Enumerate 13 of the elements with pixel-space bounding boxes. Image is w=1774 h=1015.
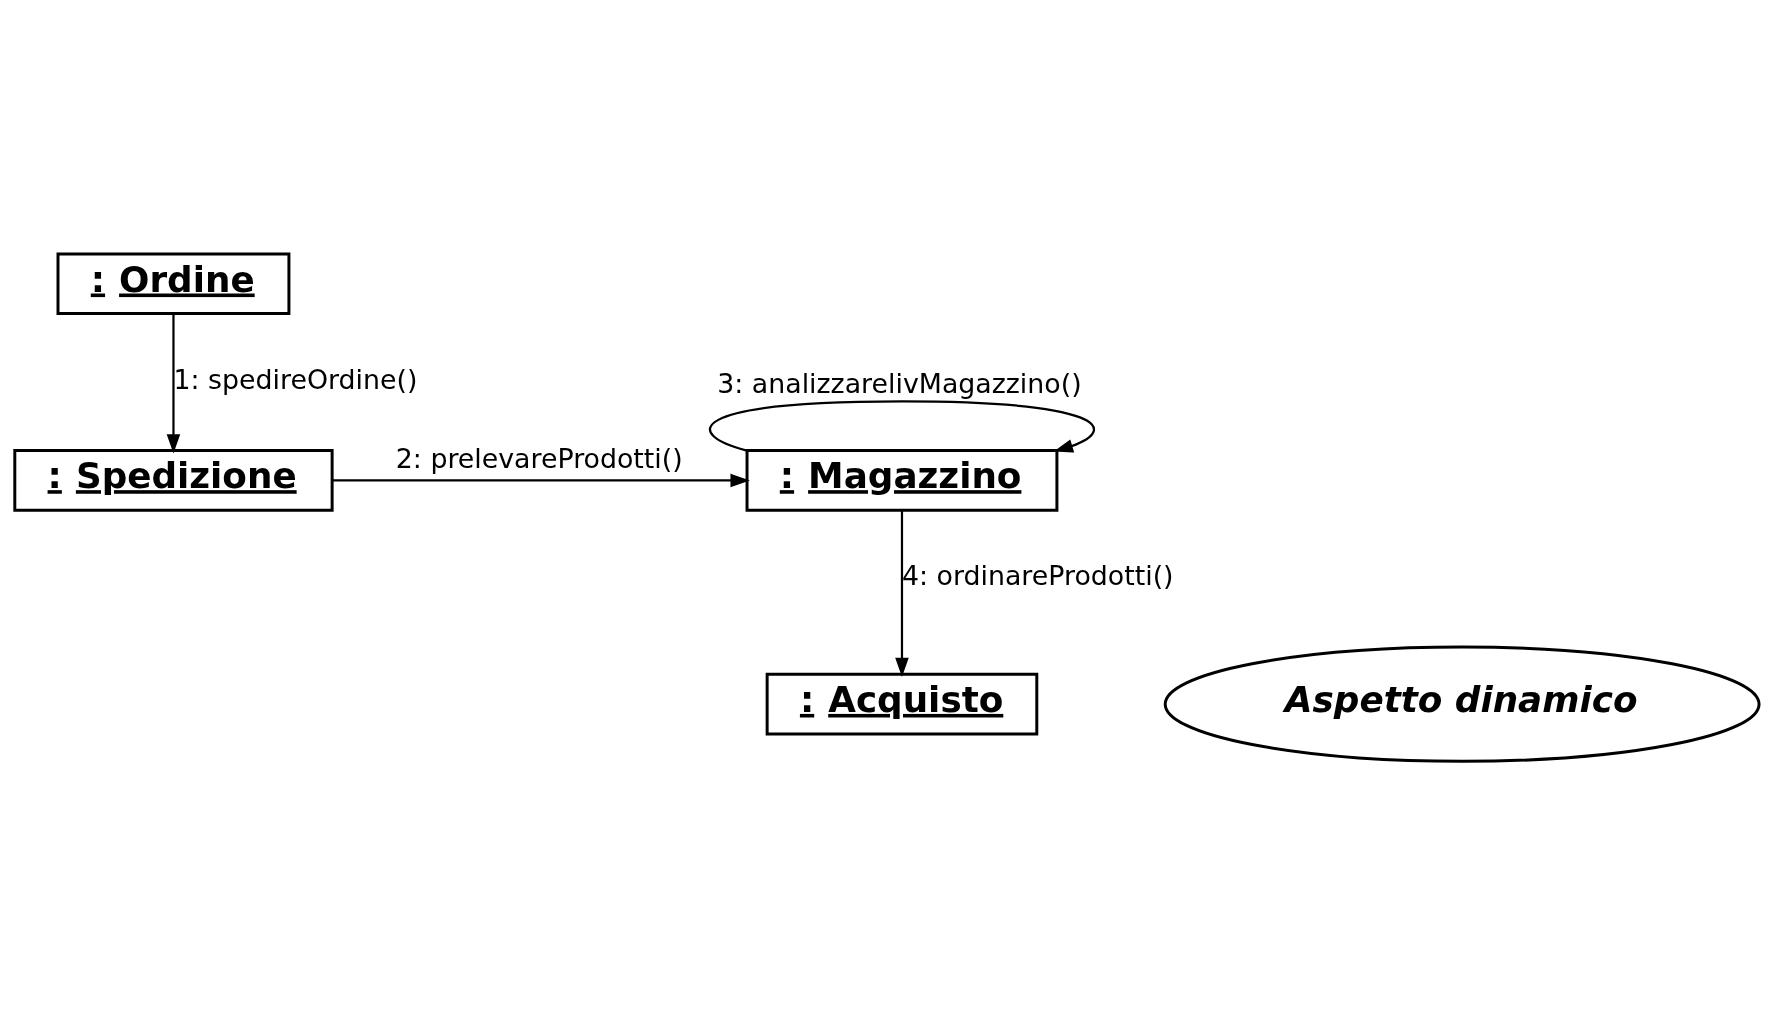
node-box: : Magazzino	[745, 449, 1059, 512]
arrow	[895, 510, 909, 678]
node-ellipse: Aspetto dinamico	[1163, 645, 1761, 763]
node-box: : Acquisto	[765, 672, 1039, 736]
arrow	[709, 400, 1095, 453]
arrow	[166, 313, 181, 454]
edge-label: 1: spedireOrdine()	[173, 363, 418, 395]
node-box: : Ordine	[56, 252, 291, 316]
node-box: : Spedizione	[13, 449, 334, 512]
edge-label: 3: analizzarelivMagazzino()	[717, 368, 1082, 400]
edge-label: 4: ordinareProdotti()	[901, 560, 1174, 592]
edge-label: 2: prelevareProdotti()	[395, 442, 683, 474]
arrow	[332, 473, 750, 488]
